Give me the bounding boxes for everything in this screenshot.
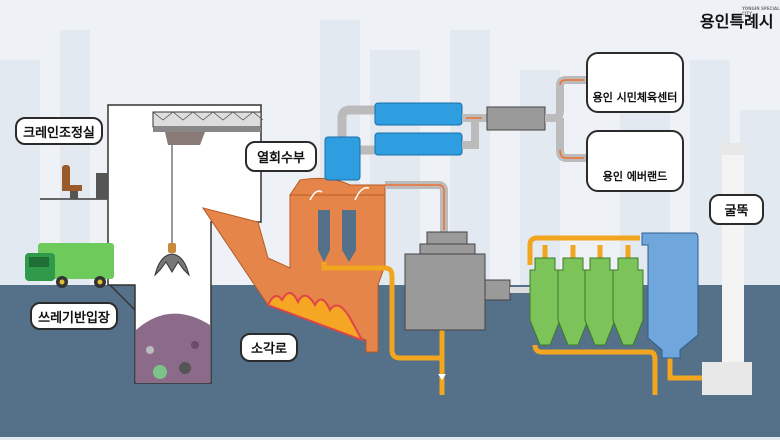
cyclones	[529, 257, 644, 346]
label-waste-receiving: 쓰레기반입장	[30, 302, 118, 330]
boiler-hoppers	[318, 210, 356, 262]
destination-label: 용인 에버랜드	[602, 170, 668, 183]
destination-sports-center: 용인 시민체육센터	[586, 52, 684, 113]
fire	[266, 292, 365, 342]
reactor	[404, 231, 511, 331]
logo-text: 용인특례시	[700, 12, 774, 31]
logo-subtext: YONGIN SPECIAL CITY	[742, 6, 780, 16]
label-heat-recovery: 열회수부	[245, 141, 317, 172]
label-incinerator: 소각로	[240, 333, 298, 362]
destination-label: 용인 시민체육센터	[592, 91, 678, 104]
label-crane-control-room: 크레인조정실	[15, 117, 103, 145]
crane	[152, 111, 264, 277]
crane-operator-chair-icon	[62, 165, 108, 199]
label-chimney: 굴뚝	[709, 194, 764, 225]
bag-filter	[641, 232, 699, 359]
garbage-truck-icon	[25, 243, 114, 288]
waste-pile	[136, 313, 210, 383]
ash-pipes	[321, 235, 705, 395]
destination-everland: 용인 에버랜드	[586, 130, 684, 192]
heat-exchanger	[324, 76, 586, 181]
